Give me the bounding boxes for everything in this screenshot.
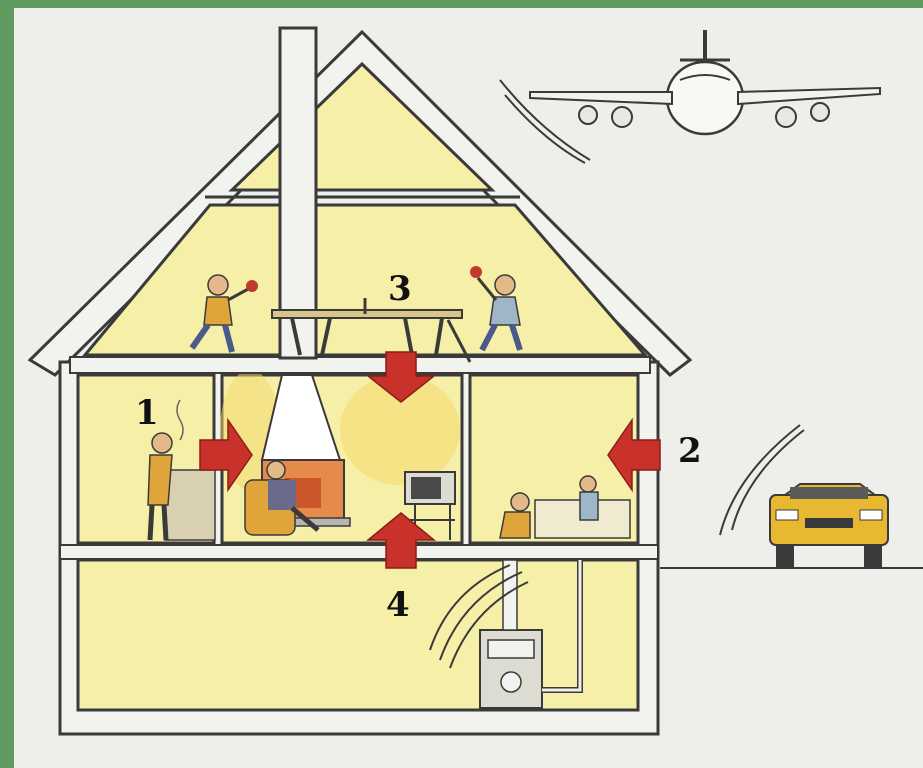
armchair-person bbox=[244, 460, 320, 536]
label-basement-source: 4 bbox=[386, 585, 410, 625]
basement bbox=[76, 558, 640, 712]
bedroom-people bbox=[499, 475, 631, 539]
chimney bbox=[278, 26, 318, 360]
television-icon bbox=[404, 471, 456, 540]
arrow-kitchen bbox=[199, 417, 253, 493]
fireplace-icon bbox=[254, 374, 351, 527]
roof bbox=[27, 29, 693, 377]
arrow-outside bbox=[607, 417, 661, 493]
ping-pong-player-left bbox=[189, 274, 258, 353]
ping-pong-table-icon bbox=[271, 298, 472, 363]
ping-pong-player-right bbox=[470, 266, 523, 352]
arrow-basement bbox=[365, 512, 437, 569]
furnace-icon bbox=[479, 559, 583, 709]
airplane-icon bbox=[529, 30, 881, 136]
label-outside-source: 2 bbox=[678, 431, 702, 471]
sound-waves-icon bbox=[429, 79, 805, 669]
noise-arrows bbox=[199, 351, 661, 569]
arrow-attic bbox=[365, 351, 437, 403]
car-icon bbox=[660, 483, 923, 569]
kitchen-person bbox=[147, 399, 216, 541]
label-attic-source: 3 bbox=[388, 269, 412, 309]
label-kitchen-source: 1 bbox=[135, 393, 159, 433]
